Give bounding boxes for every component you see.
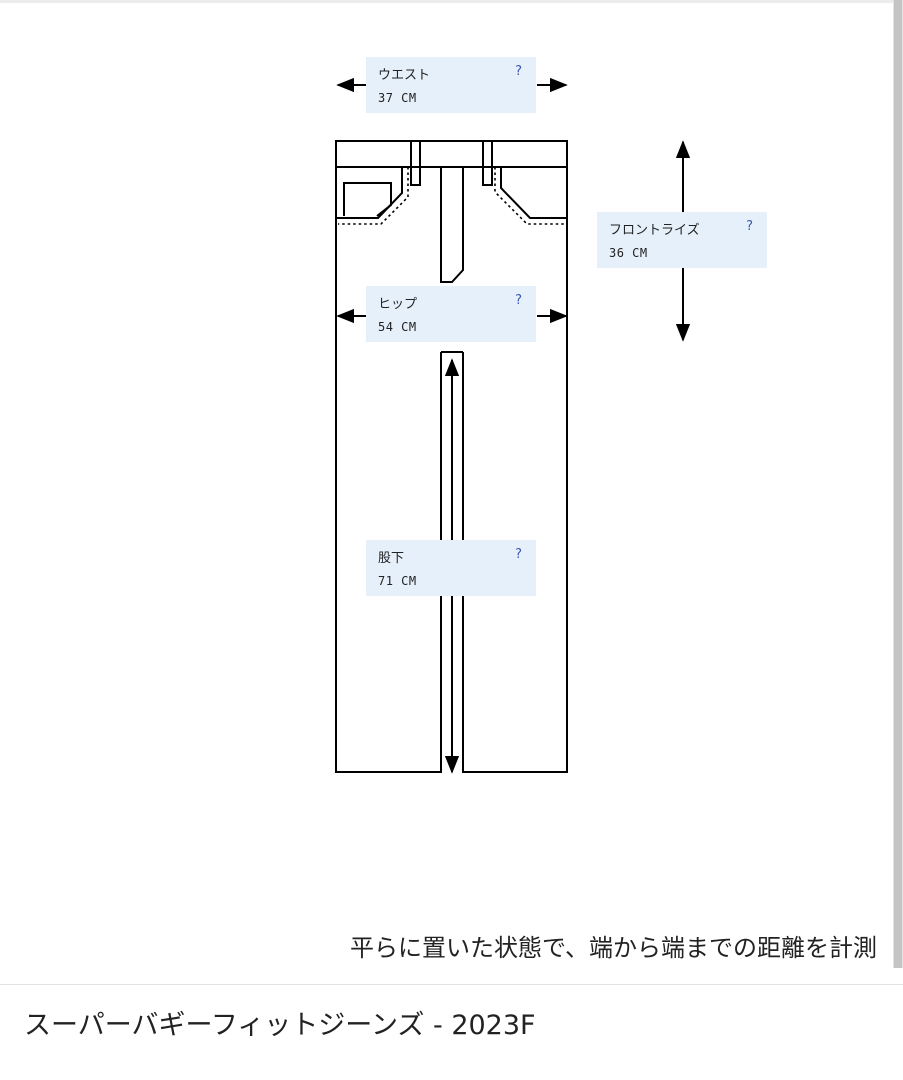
hip-label: ヒップ [378,297,418,312]
belt-loop-right [482,140,493,186]
waistband [335,140,568,168]
section-divider [0,984,903,985]
pocket-right [500,167,567,219]
product-title: スーパーバギーフィットジーンズ - 2023F [24,1010,536,1041]
inseam-value: 71 CM [378,574,417,588]
jeans-measurement-diagram [335,77,691,774]
coin-pocket [343,182,392,217]
front-rise-value: 36 CM [609,246,648,260]
left-leg [335,167,442,773]
waist-value: 37 CM [378,91,417,105]
front-rise-measurement: フロントライズ ? 36 CM [597,212,767,268]
inseam-label: 股下 [378,551,405,566]
measurement-note: 平らに置いた状態で、端から端までの距離を計測 [349,934,877,962]
hip-measurement: ヒップ ? 54 CM [366,286,536,342]
top-divider [0,0,893,3]
front-rise-label: フロントライズ [609,223,700,238]
front-rise-help-button[interactable]: ? [746,219,753,234]
right-leg [462,167,568,773]
fly [440,167,464,283]
waist-help-button[interactable]: ? [515,64,522,79]
inseam-help-button[interactable]: ? [515,547,522,562]
scrollbar-thumb[interactable] [894,0,902,968]
scrollbar[interactable] [893,0,903,968]
stitching [338,167,565,225]
hip-value: 54 CM [378,320,417,334]
inseam-measurement: 股下 ? 71 CM [366,540,536,596]
waist-label: ウエスト [378,68,431,83]
waist-measurement: ウエスト ? 37 CM [366,57,536,113]
pocket-left [336,167,403,219]
hip-help-button[interactable]: ? [515,293,522,308]
belt-loop-left [410,140,421,186]
